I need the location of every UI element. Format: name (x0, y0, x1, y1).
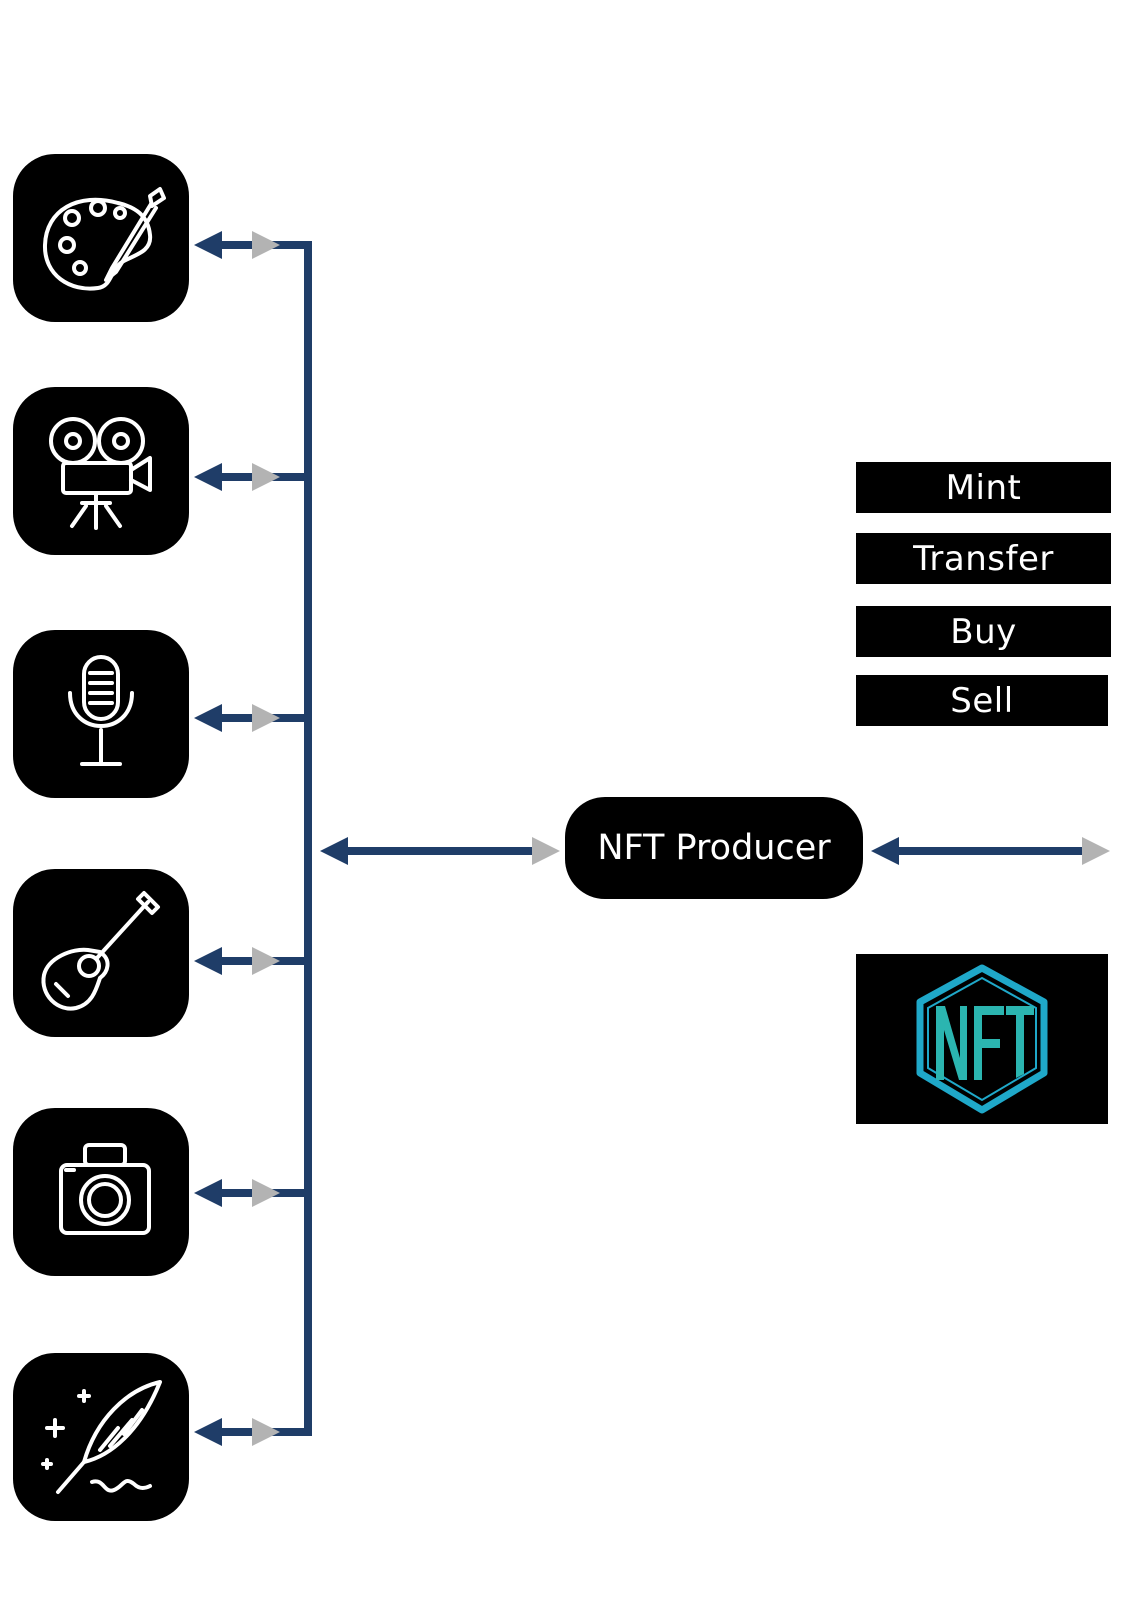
microphone-icon (68, 655, 134, 766)
nft-producer-label: NFT Producer (597, 828, 831, 868)
nft-hexagon-logo (916, 964, 1048, 1114)
branch-photo (194, 1179, 312, 1207)
art-palette-icon (42, 187, 166, 291)
action-buy-label: Buy (950, 611, 1017, 652)
tile-writing[interactable] (13, 1353, 189, 1521)
branch-film (194, 463, 312, 491)
bus-to-producer-arrow (320, 837, 560, 865)
branch-connectors (194, 231, 312, 1446)
branch-writing (194, 1418, 312, 1446)
branch-art (194, 231, 312, 259)
quill-writing-icon (41, 1380, 162, 1494)
tile-photo[interactable] (13, 1108, 189, 1276)
photo-camera-icon (59, 1143, 151, 1235)
branch-mic (194, 704, 312, 732)
producer-to-marketplace-arrow (871, 837, 1110, 865)
action-transfer[interactable]: Transfer (856, 533, 1111, 584)
tile-film[interactable] (13, 387, 189, 555)
action-transfer-label: Transfer (913, 538, 1054, 579)
action-buy[interactable]: Buy (856, 606, 1111, 657)
tile-guitar[interactable] (13, 869, 189, 1037)
action-sell-label: Sell (950, 680, 1014, 721)
tile-art[interactable] (13, 154, 189, 322)
action-mint[interactable]: Mint (856, 462, 1111, 513)
nft-logo-panel (856, 954, 1108, 1124)
film-camera-icon (49, 417, 152, 530)
branch-guitar (194, 947, 312, 975)
nft-producer-node[interactable]: NFT Producer (565, 797, 863, 899)
action-sell[interactable]: Sell (856, 675, 1108, 726)
tile-mic[interactable] (13, 630, 189, 798)
action-mint-label: Mint (945, 467, 1022, 508)
guitar-icon (41, 891, 160, 1011)
